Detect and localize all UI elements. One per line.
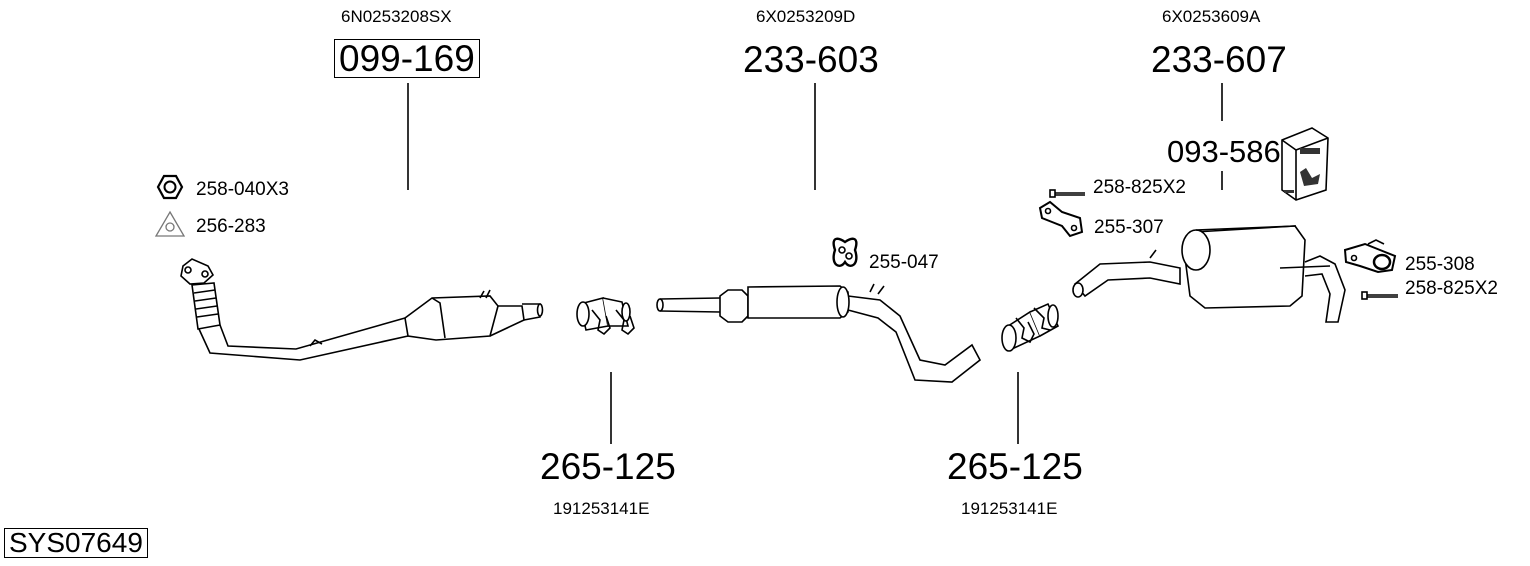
hex-nut-icon — [156, 174, 184, 200]
clamp-1-drawing — [576, 297, 635, 336]
oem-number-clamp-1: 191253141E — [553, 499, 650, 518]
part-number-front-pipe[interactable]: 099-169 — [334, 39, 480, 78]
part-number-rubber-hanger[interactable]: 255-047 — [869, 252, 939, 273]
part-number-nut[interactable]: 258-040X3 — [196, 179, 289, 200]
oem-number-middle: 6X0253209D — [756, 7, 856, 26]
clamp-2-drawing — [1001, 302, 1060, 352]
part-number-clamp-1[interactable]: 265-125 — [540, 446, 676, 487]
part-number-bracket[interactable]: 255-307 — [1094, 217, 1164, 238]
middle-silencer-drawing — [656, 283, 982, 383]
part-number-gasket[interactable]: 256-283 — [196, 216, 266, 237]
gasket-icon — [154, 210, 186, 237]
part-number-clamp-2[interactable]: 265-125 — [947, 446, 1083, 487]
mounting-kit-box-icon — [1281, 127, 1329, 201]
bracket-drawing — [1038, 200, 1084, 238]
part-number-rear-silencer[interactable]: 233-607 — [1151, 39, 1287, 80]
part-number-middle-silencer[interactable]: 233-603 — [743, 39, 879, 80]
catalytic-converter-front-pipe — [180, 258, 544, 361]
oem-number-rear: 6X0253609A — [1162, 7, 1261, 26]
part-number-bolt-top[interactable]: 258-825X2 — [1093, 177, 1186, 198]
system-code: SYS07649 — [4, 528, 148, 558]
bolt-top-drawing — [1049, 189, 1085, 198]
oem-number-front: 6N0253208SX — [341, 7, 452, 26]
oem-number-clamp-2: 191253141E — [961, 499, 1058, 518]
bolt-bottom-drawing — [1361, 291, 1398, 300]
rear-hanger-drawing — [1343, 239, 1397, 274]
rear-silencer-drawing — [1072, 225, 1346, 323]
part-number-bolt-bottom[interactable]: 258-825X2 — [1405, 278, 1498, 299]
part-number-rear-hanger[interactable]: 255-308 — [1405, 254, 1475, 275]
rubber-hanger-drawing — [832, 237, 858, 267]
part-number-mounting-kit[interactable]: 093-586 — [1167, 134, 1281, 169]
